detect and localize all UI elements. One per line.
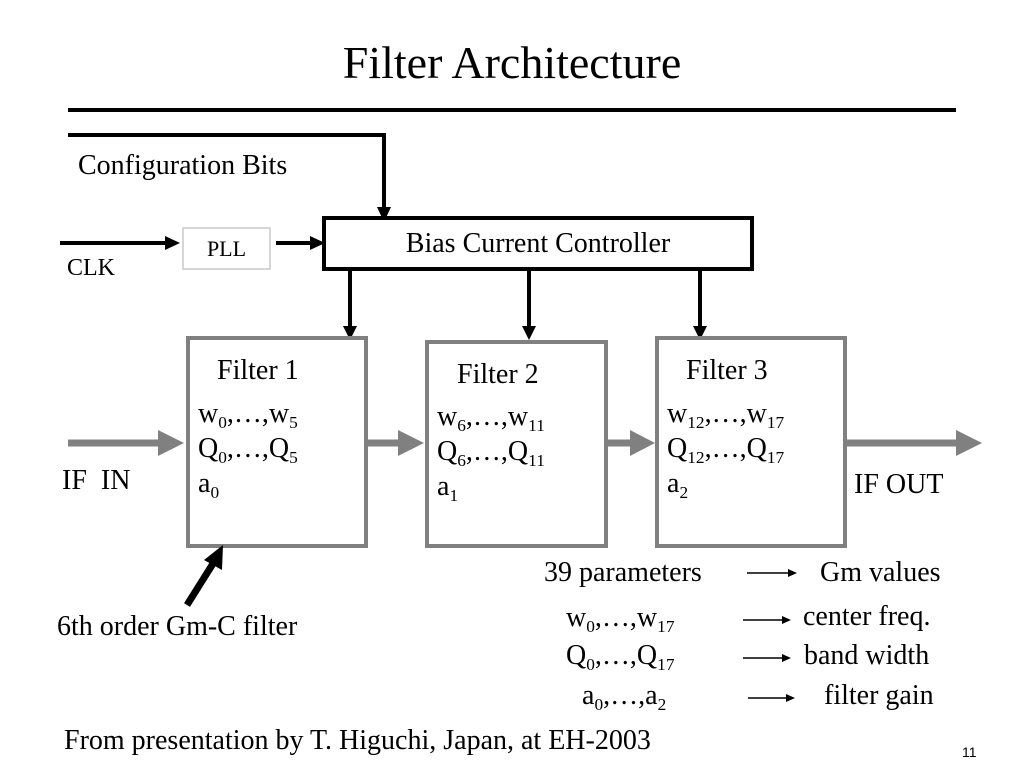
q-arrowhead xyxy=(782,654,791,662)
config-bits-line xyxy=(68,133,386,210)
filter1-title: Filter 1 xyxy=(217,355,299,386)
a-range-label: a0,…,a2 xyxy=(582,680,667,715)
gm-c-pointer-line xyxy=(184,560,217,607)
bias-controller-label: Bias Current Controller xyxy=(405,228,671,259)
filter3-w-range: w12,…,w17 xyxy=(667,398,785,433)
filter3-title: Filter 3 xyxy=(686,355,768,386)
filter1-params: w0,…,w5 Q0,…,Q5 a0 xyxy=(198,396,298,501)
filter3-params: w12,…,w17 Q12,…,Q17 a2 xyxy=(667,396,784,501)
filter2-title: Filter 2 xyxy=(457,359,539,390)
w-arrowhead xyxy=(782,616,791,624)
filter3-box xyxy=(655,336,847,548)
pll-to-controller-arrowhead xyxy=(310,236,325,250)
filter2-gain: a1 xyxy=(437,471,459,506)
config-bits-arrowhead xyxy=(377,207,391,222)
filter2-box xyxy=(425,340,608,548)
filter1-q-range: Q0,…,Q5 xyxy=(198,433,298,468)
if-in-label: IF IN xyxy=(62,465,131,496)
filter-gain-label: filter gain xyxy=(824,680,934,711)
parameters-arrowhead xyxy=(788,569,797,577)
filter1-w-range: w0,…,w5 xyxy=(198,398,298,433)
page-title: Filter Architecture xyxy=(342,37,682,88)
q-range-label: Q0,…,Q17 xyxy=(566,640,675,675)
filter1-to-filter2-arrowhead xyxy=(398,430,424,456)
filter1-box xyxy=(186,336,368,548)
band-width-label: band width xyxy=(804,640,930,671)
filter3-q-range: Q12,…,Q17 xyxy=(667,433,785,468)
source-credit: From presentation by T. Higuchi, Japan, … xyxy=(64,725,651,756)
if-out-arrowhead xyxy=(956,430,982,456)
filter2-w-range: w6,…,w11 xyxy=(437,401,545,436)
filter3-gain: a2 xyxy=(667,468,689,503)
filter2-q-range: Q6,…,Q11 xyxy=(437,436,545,471)
if-in-arrowhead xyxy=(158,430,184,456)
gm-c-filter-note: 6th order Gm-C filter xyxy=(57,611,298,642)
filter2-to-filter3-arrowhead xyxy=(630,430,655,456)
w-range-label: w0,…,w17 xyxy=(566,602,675,637)
filter2-params: w6,…,w11 Q6,…,Q11 a1 xyxy=(437,399,545,504)
gm-values-label: Gm values xyxy=(820,557,941,588)
gm-c-pointer-arrowhead xyxy=(204,545,223,570)
filter1-gain: a0 xyxy=(198,468,220,503)
controller-to-filter2-arrowhead xyxy=(522,326,536,340)
a-arrowhead xyxy=(786,694,795,702)
bias-controller-box xyxy=(322,216,754,271)
slide-number: 11 xyxy=(962,744,977,760)
controller-to-filter3-arrowhead xyxy=(693,326,707,340)
parameters-count: 39 parameters xyxy=(544,557,702,588)
controller-to-filter1-arrowhead xyxy=(343,326,357,340)
config-bits-label: Configuration Bits xyxy=(78,150,288,181)
center-freq-label: center freq. xyxy=(803,601,931,632)
pll-box xyxy=(182,227,271,270)
clk-arrowhead xyxy=(165,236,180,250)
clk-label: CLK xyxy=(67,255,115,281)
if-out-label: IF OUT xyxy=(854,469,944,500)
pll-label: PLL xyxy=(206,236,247,261)
